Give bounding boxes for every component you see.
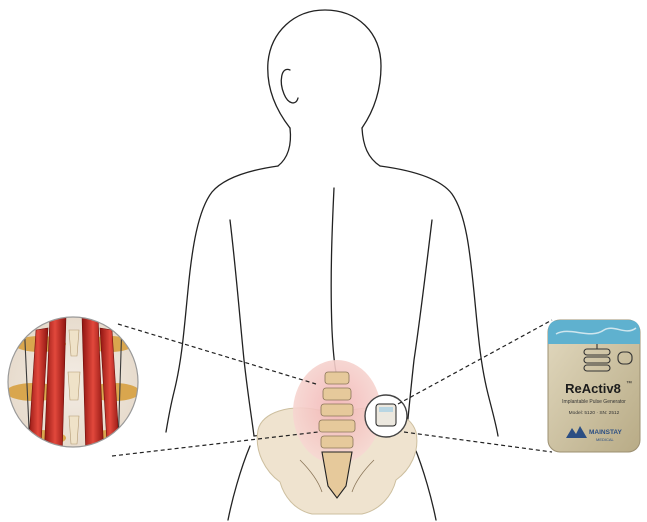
trademark: ™ [626,380,632,387]
pelvis-and-spine [257,360,417,514]
device-brand: ReActiv8 [565,381,621,396]
muscle-magnifier [6,316,140,460]
pulse-generator-device: ReActiv8 ™ Implantable Pulse Generator M… [548,320,640,452]
maker-sub: MEDICAL [596,437,615,442]
device-model: Model: 5120 · SN: 2512 [569,410,620,416]
device-subtitle: Implantable Pulse Generator [562,399,626,405]
maker-name: MAINSTAY [589,429,623,436]
implanted-device [365,395,407,437]
